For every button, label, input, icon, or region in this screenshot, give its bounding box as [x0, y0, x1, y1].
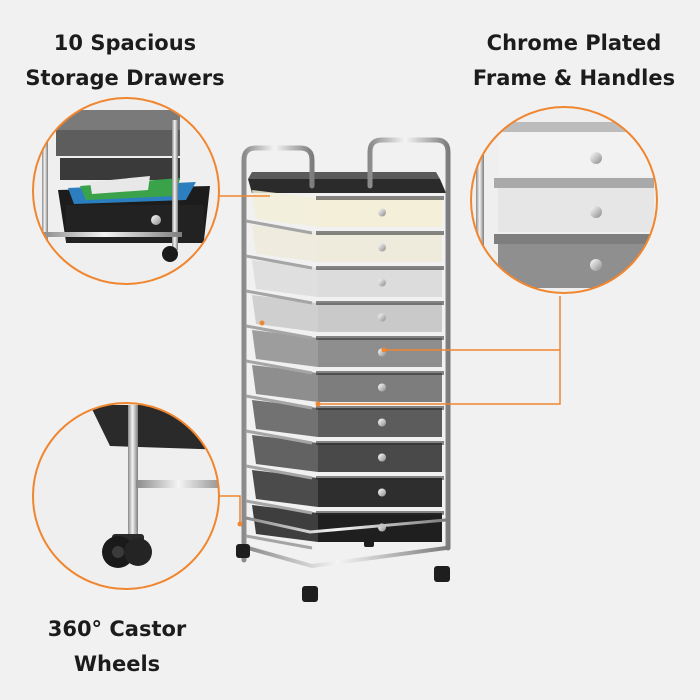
drawer-knob[interactable] — [378, 243, 386, 252]
feature-drawers-line2: Storage Drawers — [25, 66, 225, 90]
drawer-knob-detail — [151, 215, 161, 225]
drawer-side — [252, 400, 318, 437]
chrome-knob-2 — [590, 206, 602, 218]
drawer-rail — [245, 534, 313, 550]
drawer-side — [252, 225, 318, 262]
drawer-side — [252, 295, 318, 332]
drawer-lip — [316, 231, 444, 235]
drawer-lip — [316, 266, 444, 270]
drawer-rail — [245, 394, 313, 410]
drawer-lip — [316, 511, 444, 515]
drawer-side — [252, 435, 318, 472]
drawer-knob[interactable] — [378, 453, 386, 462]
drawer-rail — [245, 429, 313, 445]
drawer-side — [252, 330, 318, 367]
drawer-lip — [316, 196, 444, 200]
drawer-stack — [252, 190, 444, 542]
chrome-knob-1 — [590, 152, 602, 164]
drawer-side — [252, 190, 318, 227]
feature-label-drawers: 10 Spacious Storage Drawers — [10, 26, 240, 96]
drawer-knob[interactable] — [378, 488, 386, 497]
drawer-side — [252, 260, 318, 297]
drawer-lip — [316, 441, 444, 445]
chrome-knob-3 — [590, 259, 602, 271]
storage-trolley — [236, 137, 451, 602]
drawer-rail — [245, 324, 313, 340]
drawer-side — [252, 505, 318, 542]
drawer-lip — [316, 406, 444, 410]
feature-castors-line1: 360° Castor — [47, 617, 187, 641]
drawer-lip — [316, 371, 444, 375]
callout-lines — [219, 195, 561, 524]
feature-castors-line2: Wheels — [73, 652, 161, 676]
chrome-frame — [241, 137, 451, 587]
zoom-drawer-detail — [32, 97, 220, 285]
feature-frame-line2: Frame & Handles — [472, 66, 676, 90]
zoom-chrome-detail — [470, 106, 658, 294]
drawer-side — [252, 470, 318, 507]
drawer-knob[interactable] — [378, 278, 386, 287]
drawer-rail — [245, 499, 313, 515]
callout-dots — [237, 320, 387, 527]
drawer-side — [252, 365, 318, 402]
drawer-rail — [245, 464, 313, 480]
feature-drawers-line1: 10 Spacious — [53, 31, 197, 55]
feature-frame-line1: Chrome Plated — [486, 31, 662, 55]
drawer-rail — [245, 359, 313, 375]
drawer-lip — [316, 301, 444, 305]
frame-rails — [245, 219, 313, 550]
top-shelf-surface — [248, 172, 440, 179]
zoom-castor-detail — [32, 402, 220, 590]
top-shelf — [248, 179, 446, 193]
castor-wheels — [236, 535, 450, 602]
drawer-rail — [245, 289, 313, 305]
feature-label-frame: Chrome Plated Frame & Handles — [455, 26, 693, 96]
drawer-rail — [245, 254, 313, 270]
drawer-rail — [245, 219, 313, 235]
drawer-lip — [316, 336, 444, 340]
drawer-knob[interactable] — [378, 383, 386, 392]
drawer-lip — [316, 476, 444, 480]
drawer-knob[interactable] — [378, 313, 386, 322]
drawer-knob[interactable] — [378, 208, 386, 217]
drawer-knob[interactable] — [378, 418, 386, 427]
feature-label-castors: 360° Castor Wheels — [22, 612, 212, 682]
